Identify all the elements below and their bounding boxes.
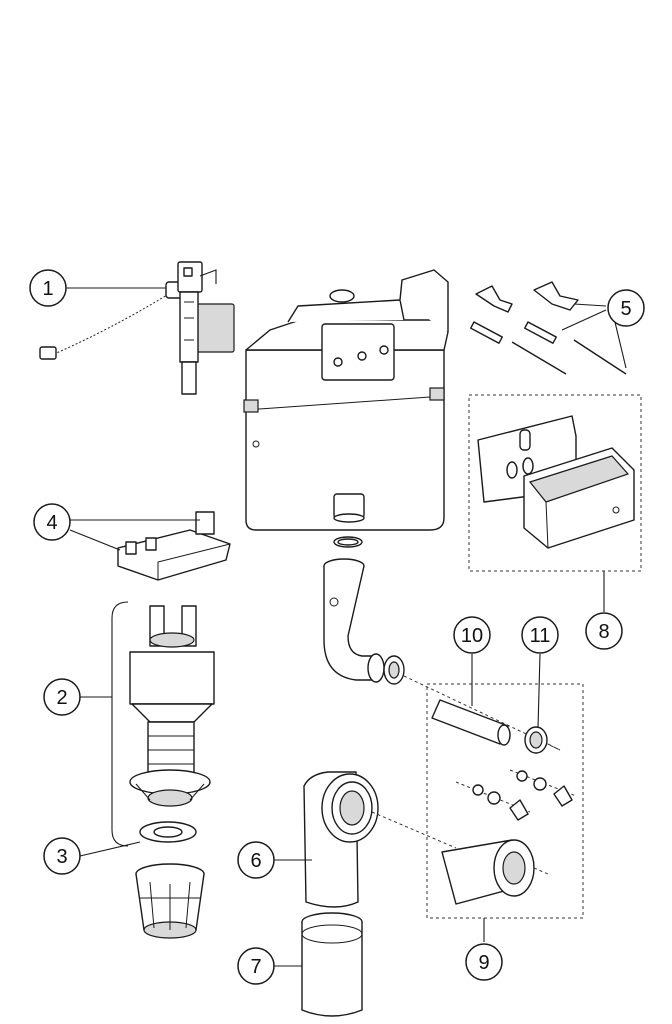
callout-7: 7	[237, 947, 275, 985]
svg-text:7: 7	[250, 956, 261, 978]
callout-2: 2	[43, 678, 81, 716]
svg-text:5: 5	[620, 298, 631, 320]
callout-4: 4	[33, 503, 71, 541]
svg-text:8: 8	[598, 621, 609, 643]
callout-11: 11	[521, 616, 559, 654]
callout-5: 5	[607, 289, 645, 327]
part-connection-set	[426, 683, 584, 942]
svg-text:6: 6	[250, 850, 261, 872]
leader-line	[537, 653, 541, 729]
part-flush-valve	[80, 601, 215, 847]
svg-text:1: 1	[42, 278, 53, 300]
flush-pipe-bend	[323, 536, 561, 751]
svg-text:9: 9	[478, 952, 489, 974]
svg-text:4: 4	[46, 512, 57, 534]
part-fill-valve	[39, 261, 235, 395]
callout-6: 6	[237, 841, 275, 879]
callout-1: 1	[29, 269, 67, 307]
part-pipe-sleeve	[274, 912, 363, 1017]
svg-text:2: 2	[56, 687, 67, 709]
svg-text:10: 10	[461, 625, 483, 647]
svg-text:3: 3	[56, 846, 67, 868]
cistern	[243, 269, 449, 531]
part-mounting-kit	[468, 394, 642, 612]
svg-text:11: 11	[530, 625, 551, 647]
callout-10: 10	[453, 616, 491, 654]
callout-9: 9	[465, 943, 503, 981]
part-seal	[79, 821, 205, 939]
part-pan-connector	[274, 771, 457, 908]
part-bracket	[69, 511, 231, 581]
callout-8: 8	[585, 612, 623, 650]
part-hardware-set	[470, 281, 627, 375]
callout-3: 3	[43, 837, 81, 875]
